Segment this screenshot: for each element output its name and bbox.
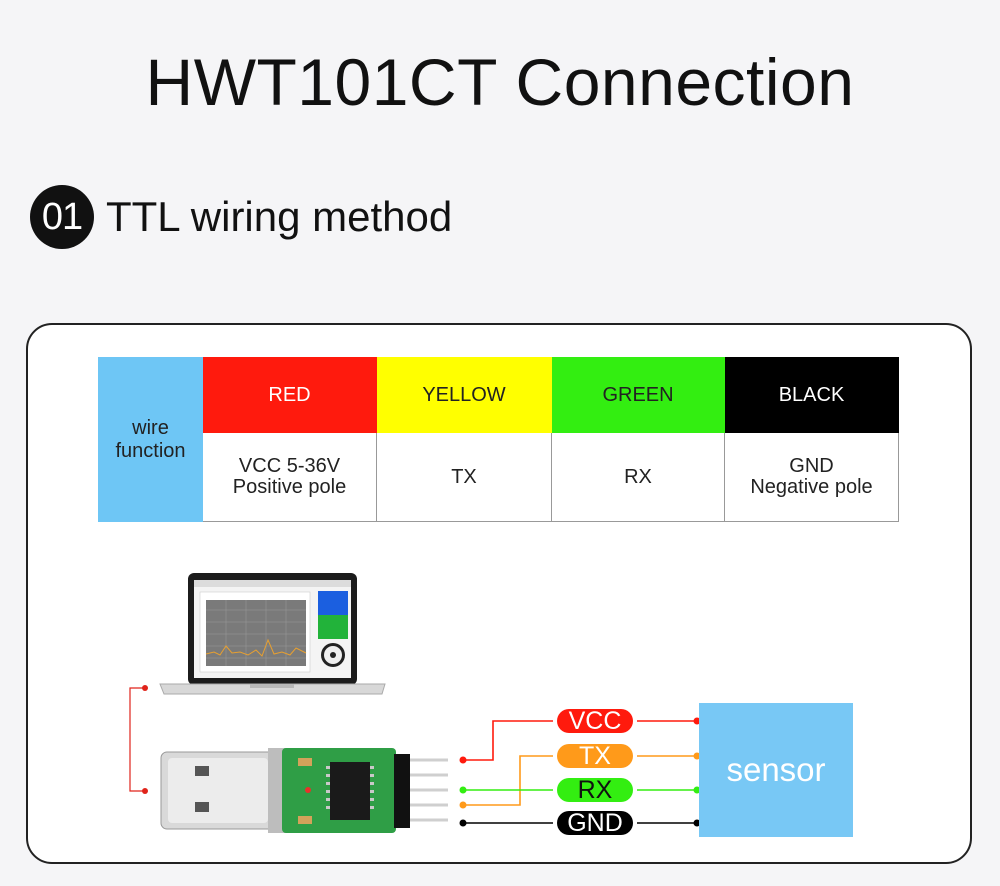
function-cell-green: RX [551, 432, 725, 522]
step-label: TTL wiring method [106, 193, 453, 240]
pin-label-vcc: VCC [557, 709, 633, 734]
function-text-red: VCC 5-36V Positive pole [232, 455, 347, 498]
function-text-green: RX [624, 465, 652, 488]
wire-tx [463, 755, 553, 806]
function-cell-black: GND Negative pole [724, 432, 899, 522]
sensor-block: sensor [699, 703, 853, 837]
dot-vcc-left [459, 756, 467, 764]
color-cell-red: RED [202, 357, 377, 433]
step-heading: 01 TTL wiring method [30, 185, 452, 249]
wire-vcc [463, 720, 553, 761]
usb-ttl-adapter [160, 748, 448, 833]
wire-function-header-text: wire function [115, 416, 186, 462]
link-dot-bottom [142, 788, 148, 794]
link-dot-top [142, 685, 148, 691]
dot-gnd-right [693, 819, 701, 827]
wire-table: wire function RED YELLOW GREEN BLACK VCC… [98, 357, 899, 522]
dot-rx-left [459, 786, 467, 794]
wire-function-header: wire function [98, 357, 203, 522]
laptop-usb-link [129, 687, 145, 792]
function-text-black: GND Negative pole [750, 455, 873, 498]
page-title: HWT101CT Connection [145, 45, 855, 119]
color-cell-yellow: YELLOW [376, 357, 552, 433]
dot-tx-right [693, 752, 701, 760]
color-cell-black: BLACK [724, 357, 899, 433]
pin-label-gnd: GND [557, 811, 633, 836]
function-cell-red: VCC 5-36V Positive pole [202, 432, 377, 522]
sensor-label: sensor [726, 751, 826, 788]
function-cell-yellow: TX [376, 432, 552, 522]
dot-gnd-left [459, 819, 467, 827]
function-text-yellow: TX [451, 465, 477, 488]
dot-tx-left [459, 801, 467, 809]
dot-vcc-right [693, 717, 701, 725]
laptop-illustration [159, 573, 386, 695]
pin-label-rx: RX [557, 778, 633, 803]
pin-label-tx: TX [557, 744, 633, 769]
color-cell-green: GREEN [551, 357, 725, 433]
wire-lines [459, 717, 701, 827]
dot-rx-right [693, 786, 701, 794]
step-number-badge: 01 [30, 185, 94, 249]
